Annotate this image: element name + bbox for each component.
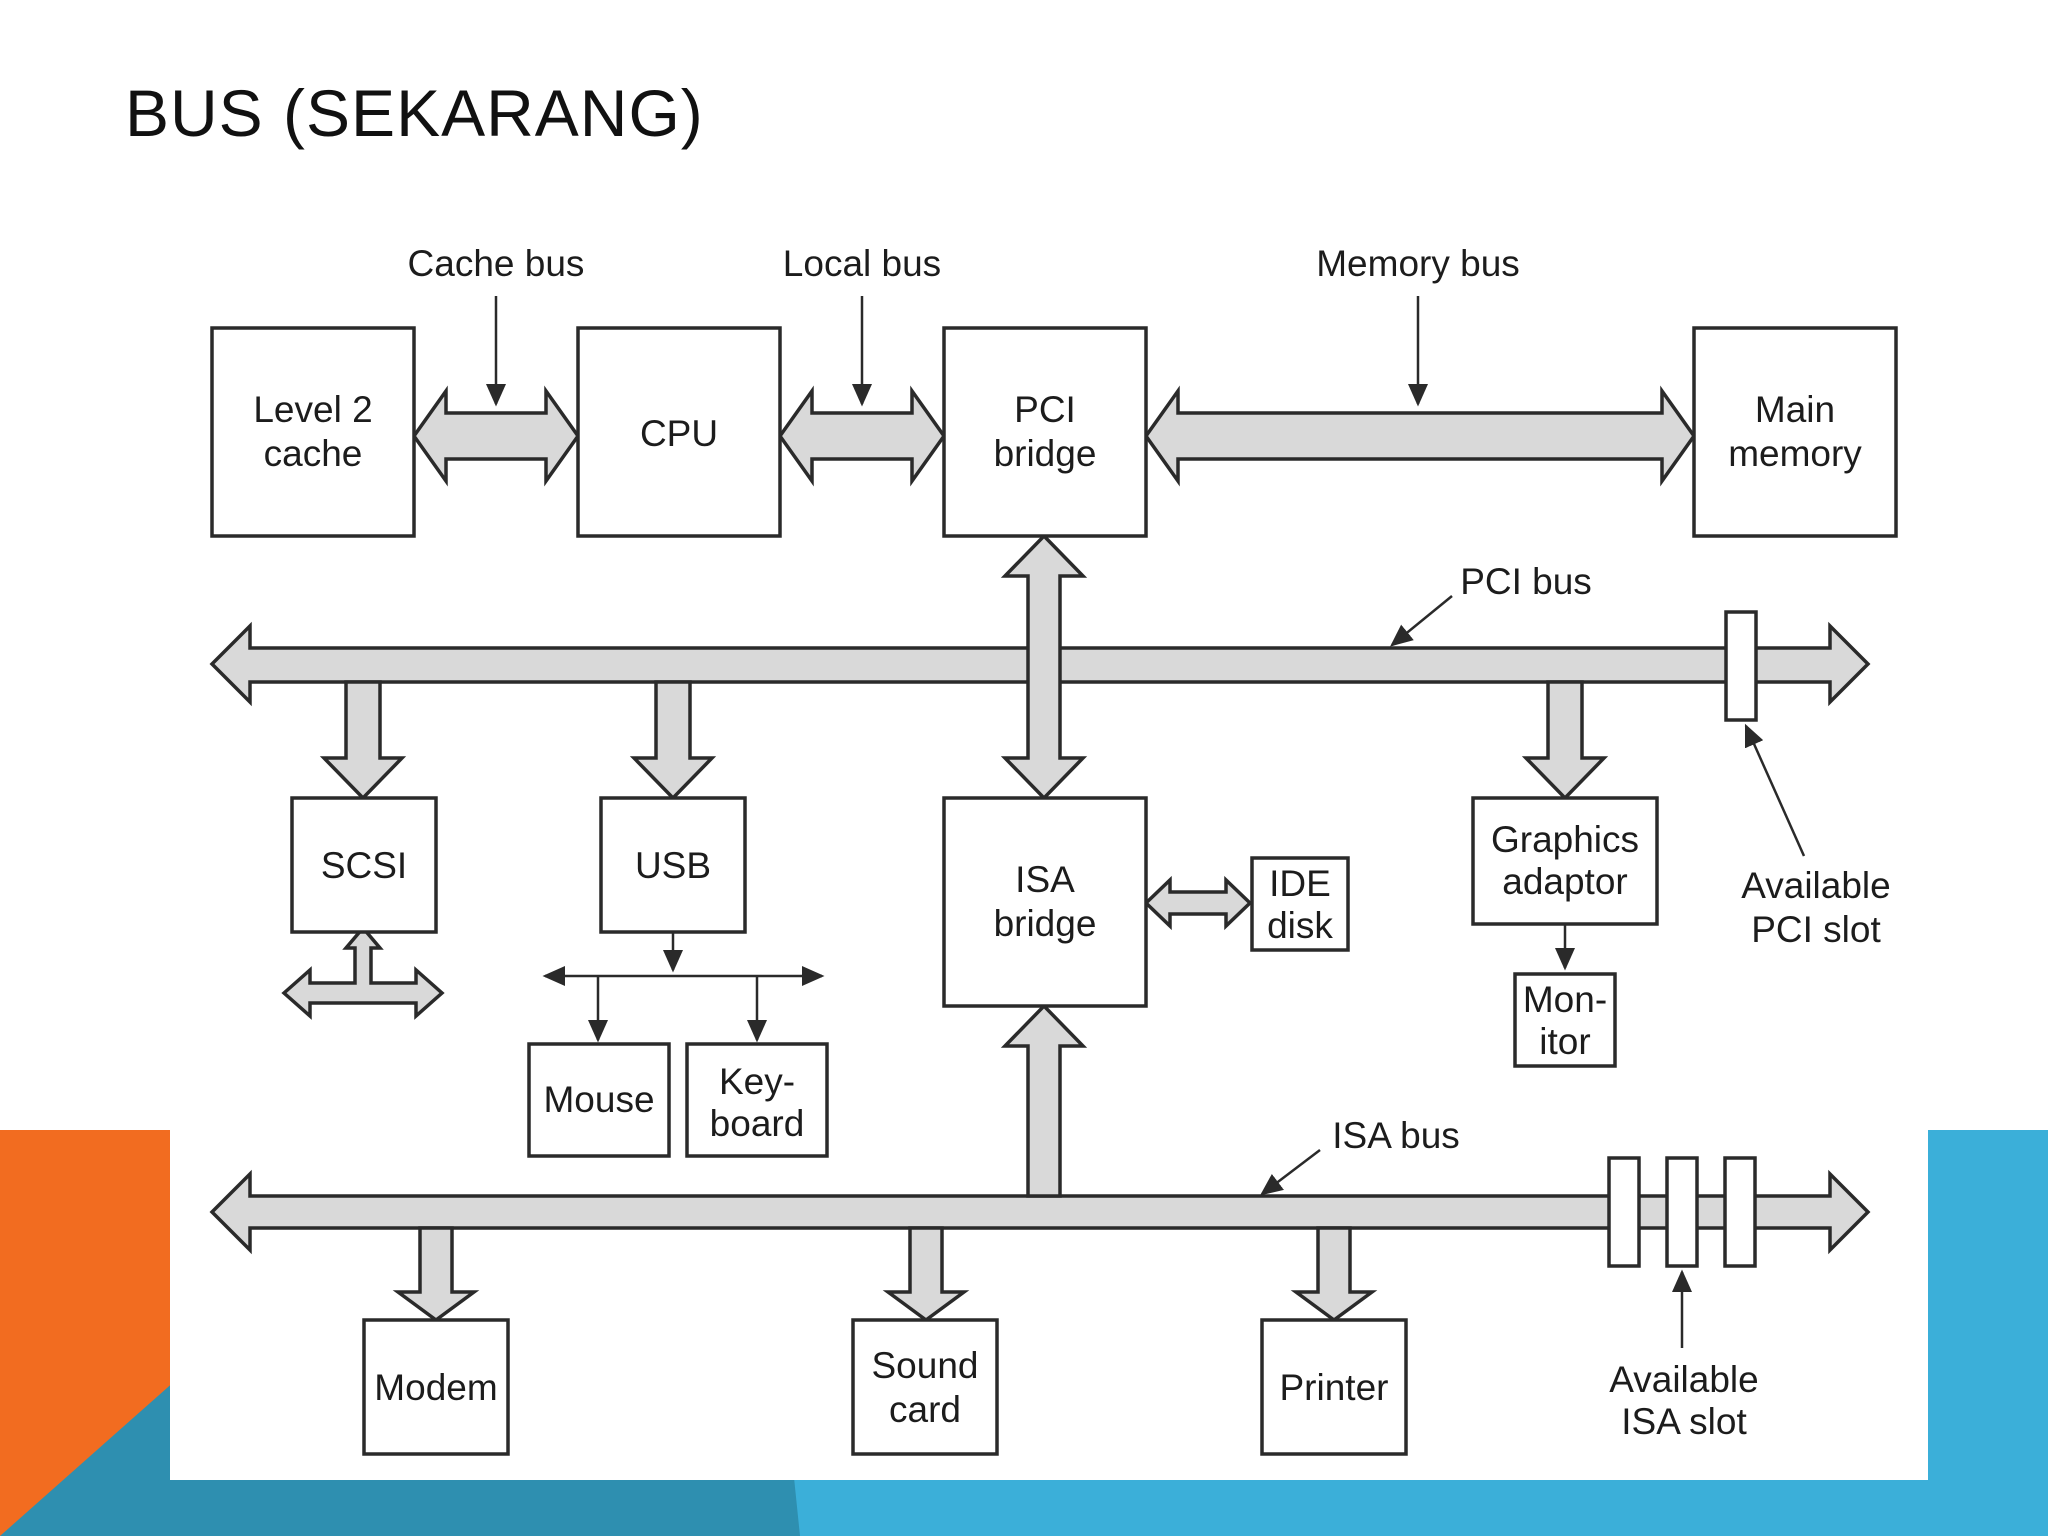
pci-bus-label: PCI bus: [1460, 561, 1592, 602]
usb-label: USB: [635, 845, 711, 886]
pci-to-graphics-arrow: [1521, 680, 1609, 801]
ide-disk-label-line2: disk: [1267, 905, 1333, 946]
scsi-external-connector: [281, 925, 445, 1020]
printer-box: [1260, 1318, 1408, 1456]
monitor-label-line2: itor: [1539, 1021, 1590, 1062]
cpu-box: [576, 326, 782, 538]
main-memory-label-line2: memory: [1728, 433, 1862, 474]
isa-to-modem-arrow: [392, 1226, 480, 1323]
isa-bus-pointer: [1260, 1149, 1321, 1196]
isa-bridge-box: [942, 796, 1148, 1008]
scsi-label: SCSI: [321, 845, 407, 886]
main-memory-label-line1: Main: [1755, 389, 1835, 430]
pci-bridge-box: [942, 326, 1148, 538]
local-bus-label: Local bus: [783, 243, 941, 284]
level2-cache-box: [210, 326, 416, 538]
cpu-label: CPU: [640, 413, 718, 454]
mouse-box: [527, 1042, 671, 1158]
printer-label: Printer: [1280, 1367, 1389, 1408]
isa-to-printer-arrow: [1290, 1226, 1378, 1323]
isa-bus-label: ISA bus: [1332, 1115, 1460, 1156]
graphics-adaptor-box: [1471, 796, 1659, 926]
pci-to-scsi-arrow: [319, 680, 407, 801]
mouse-label: Mouse: [543, 1079, 654, 1120]
usb-box: [599, 796, 747, 934]
keyboard-label-line2: board: [710, 1103, 805, 1144]
memory-bus-arrow: [1143, 385, 1697, 487]
sound-card-label-line2: card: [889, 1389, 961, 1430]
slide-title: BUS (SEKARANG): [125, 76, 704, 150]
pci-slot: [1724, 610, 1758, 722]
scsi-box: [290, 796, 438, 934]
ide-disk-box: [1250, 856, 1350, 952]
monitor-box: [1513, 972, 1617, 1068]
ide-disk-label-line1: IDE: [1269, 863, 1331, 904]
cache-bus-arrow: [411, 385, 581, 487]
pci-bridge-label-line2: bridge: [994, 433, 1097, 474]
isa-to-sound-arrow: [882, 1226, 970, 1323]
blue-accent-shape-right: [1928, 1130, 2048, 1536]
graphics-adaptor-label-line2: adaptor: [1502, 861, 1628, 902]
available-pci-slot-label-line1: Available: [1741, 865, 1890, 906]
isa-bus-arrow: [209, 1169, 1871, 1255]
modem-box: [362, 1318, 510, 1456]
graphics-adaptor-label-line1: Graphics: [1491, 819, 1639, 860]
local-bus-arrow: [777, 385, 947, 487]
keyboard-label-line1: Key-: [719, 1061, 795, 1102]
level2-cache-label-line2: cache: [264, 433, 363, 474]
pci-slot-pointer: [1744, 723, 1806, 857]
memory-bus-label: Memory bus: [1316, 243, 1520, 284]
isa-slot-2: [1665, 1156, 1699, 1268]
level2-cache-label-line1: Level 2: [253, 389, 372, 430]
modem-label: Modem: [374, 1367, 497, 1408]
cache-bus-label: Cache bus: [408, 243, 585, 284]
sound-card-label-line1: Sound: [872, 1345, 979, 1386]
main-memory-box: [1692, 326, 1898, 538]
isa-bridge-label-line2: bridge: [994, 903, 1097, 944]
pci-to-usb-arrow: [629, 680, 717, 801]
available-isa-slot-label-line2: ISA slot: [1621, 1401, 1747, 1442]
pci-bridge-label-line1: PCI: [1014, 389, 1076, 430]
blue-accent-shape-bottom: [760, 1480, 2048, 1536]
isa-bridge-ide-link: [1143, 875, 1253, 931]
isa-slot-3: [1723, 1156, 1757, 1268]
available-pci-slot-label-line2: PCI slot: [1751, 909, 1881, 950]
available-isa-slot-label-line1: Available: [1609, 1359, 1758, 1400]
keyboard-box: [685, 1042, 829, 1158]
monitor-label-line1: Mon-: [1523, 979, 1607, 1020]
isa-bridge-label-line1: ISA: [1015, 859, 1075, 900]
isa-slot-1: [1607, 1156, 1641, 1268]
sound-card-box: [851, 1318, 999, 1456]
pci-bus-pointer: [1390, 595, 1453, 647]
isa-bridge-isa-bus-link: [1000, 1003, 1088, 1198]
